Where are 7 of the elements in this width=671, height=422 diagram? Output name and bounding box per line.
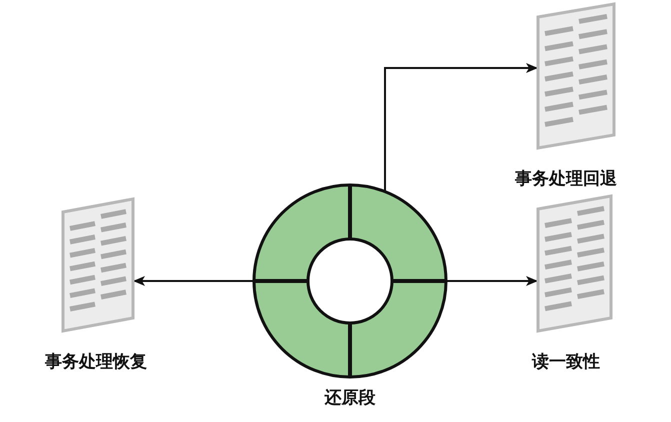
arrow [133,276,254,286]
node-label: 还原段 [324,387,376,409]
node-label: 读一致性 [532,351,600,373]
node-label: 事务处理回退 [515,168,617,190]
arrow [384,63,538,192]
node-label: 事务处理恢复 [45,351,147,373]
arrow [446,276,538,286]
